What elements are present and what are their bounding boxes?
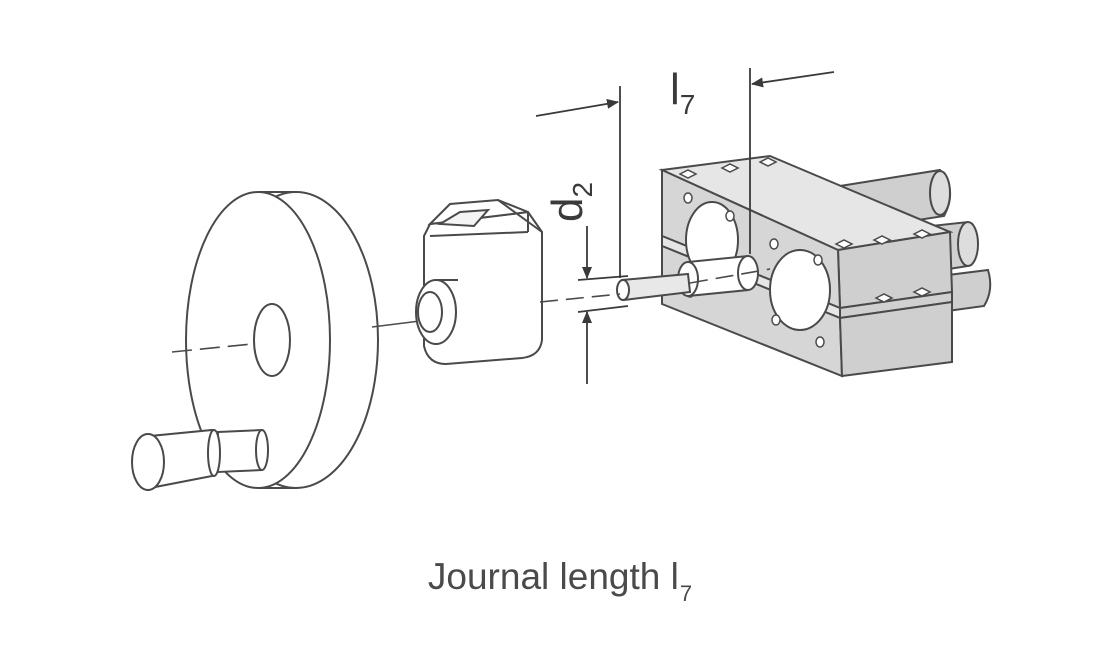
- d2-extension-bottom: [577, 305, 629, 313]
- handle-icon: [131, 428, 269, 491]
- l7-label: l7: [670, 65, 695, 120]
- dimension-d2: [577, 226, 629, 384]
- handwheel-icon: [131, 191, 421, 491]
- l7-arrow-right: [751, 71, 835, 88]
- position-indicator-icon: [415, 198, 543, 366]
- d2-extension-top: [577, 275, 629, 281]
- caption-subscript: 7: [679, 581, 693, 606]
- dimension-l7: [535, 68, 835, 278]
- l7-arrow-left: [535, 98, 619, 117]
- shaft-icon: [539, 254, 771, 303]
- d2-label: d2: [543, 182, 598, 222]
- caption-text: Journal length l: [427, 556, 679, 597]
- caption: Journal length l7: [0, 556, 1120, 607]
